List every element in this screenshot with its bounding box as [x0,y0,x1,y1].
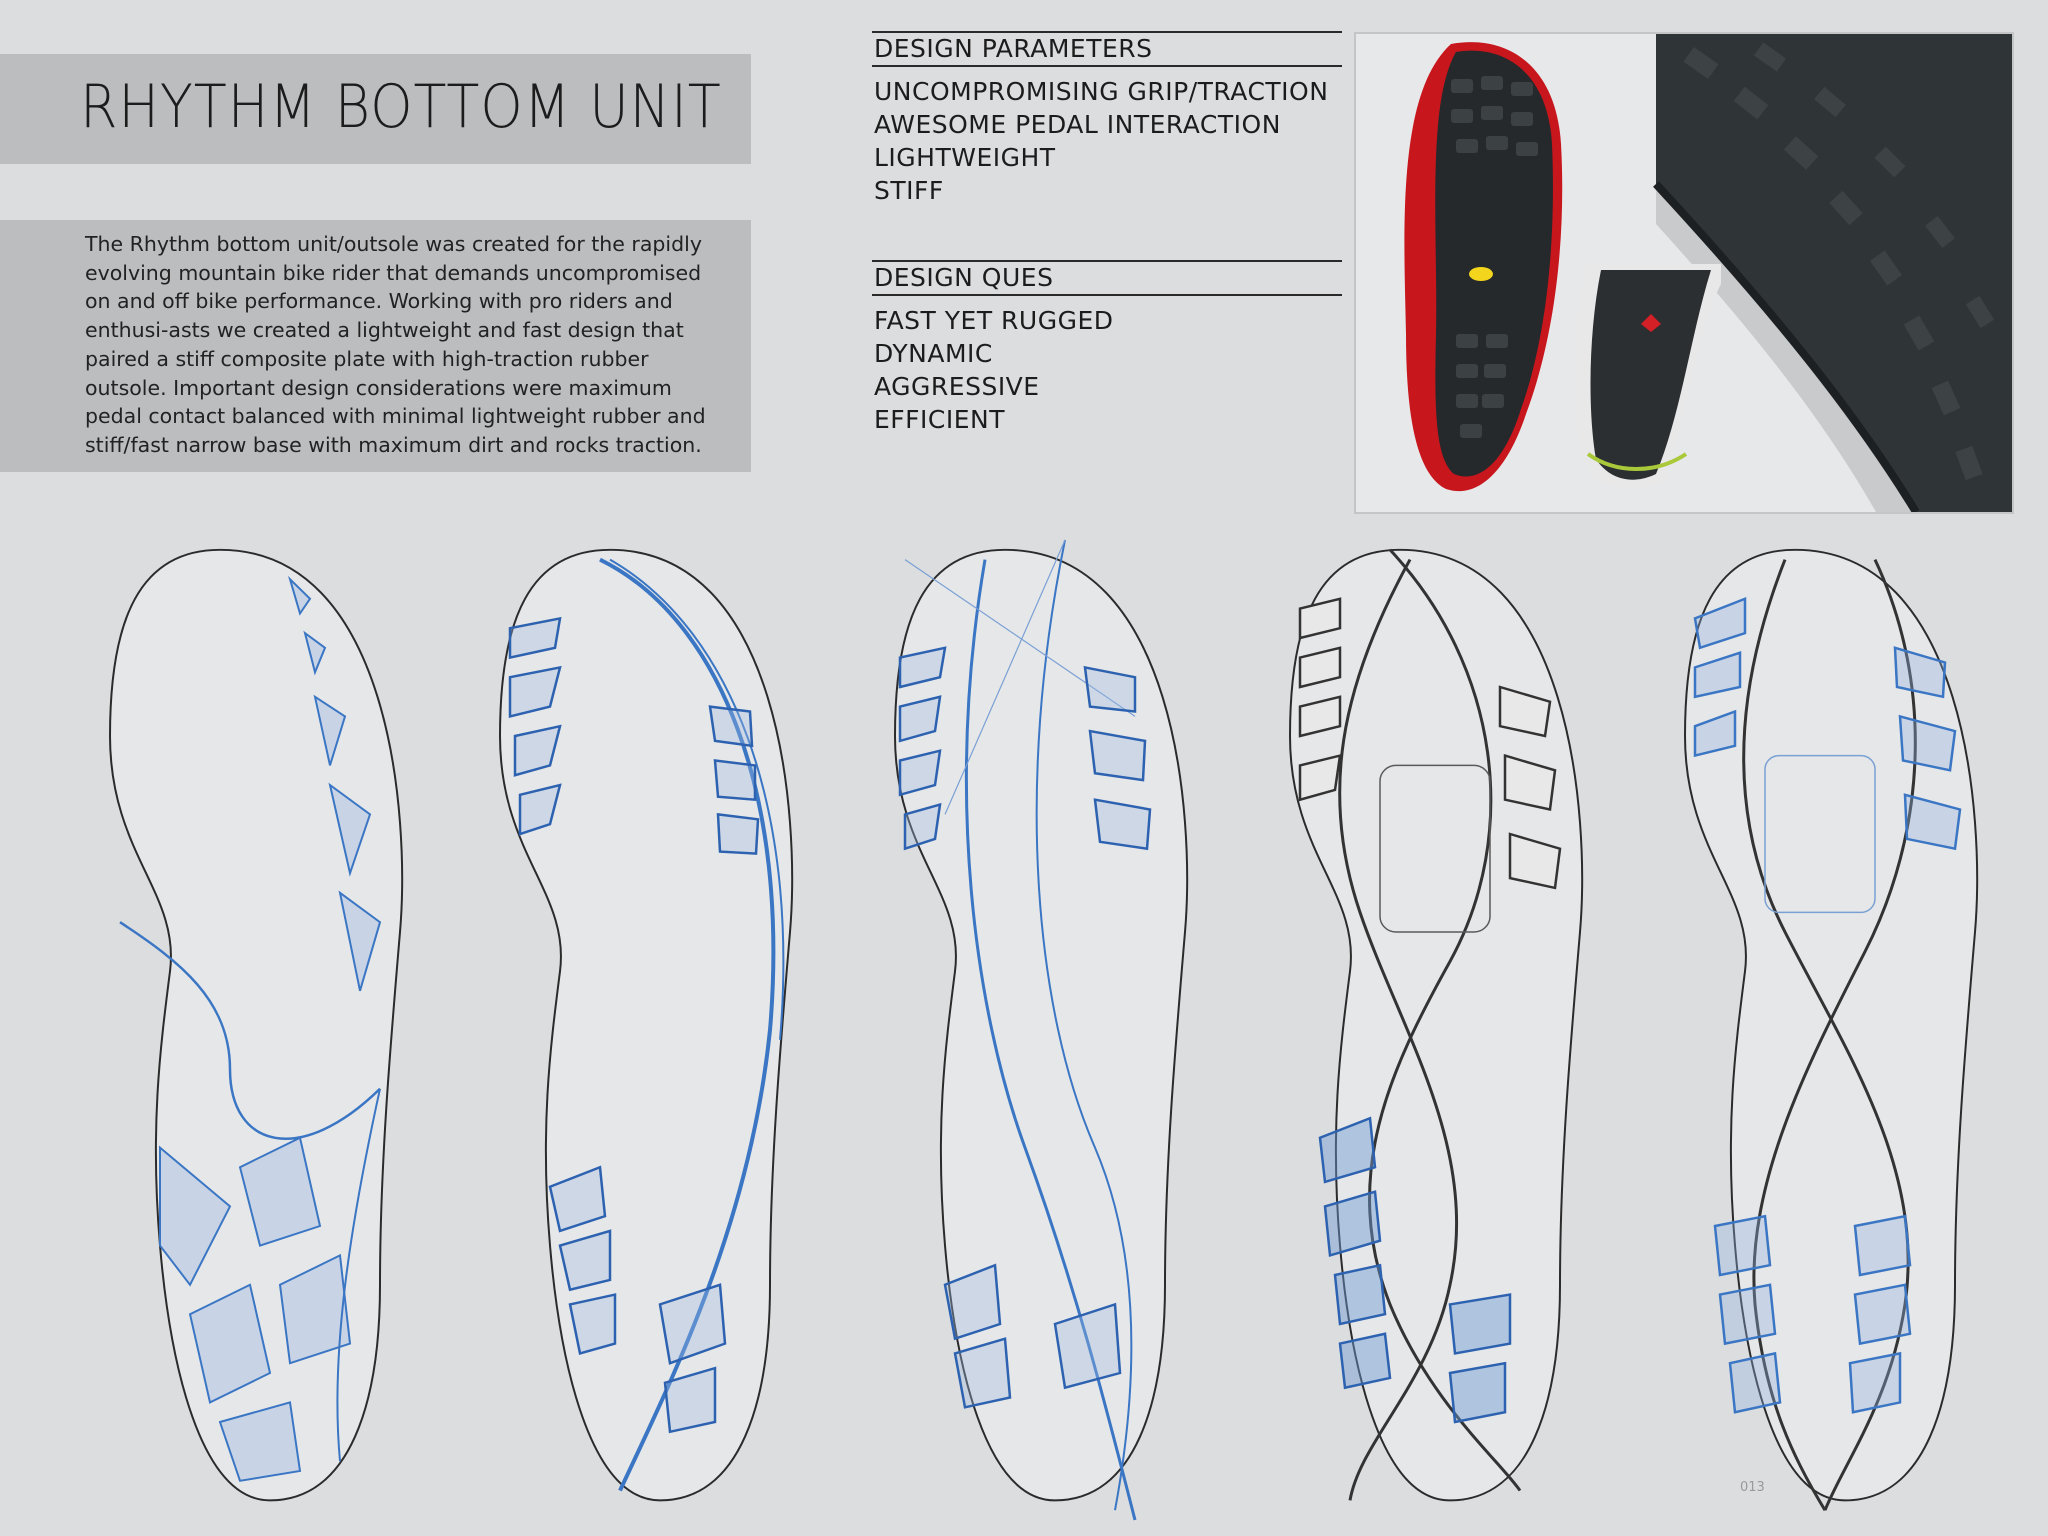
sole-sketches [90,530,2010,1530]
ques-item: FAST YET RUGGED [874,306,1114,335]
rule-top [872,260,1342,262]
rule-bottom [872,294,1342,296]
ques-item: AGGRESSIVE [874,372,1040,401]
design-parameters: DESIGN PARAMETERS UNCOMPROMISING GRIP/TR… [872,31,1342,207]
parameter-item: LIGHTWEIGHT [874,143,1056,172]
sole-sketch-5 [1684,548,1979,1511]
design-parameters-heading: DESIGN PARAMETERS [874,34,1153,63]
ques-item: DYNAMIC [874,339,993,368]
sole-sketch-4 [1289,548,1584,1502]
ques-item: EFFICIENT [874,405,1006,434]
title-band: RHYTHM BOTTOM UNIT [0,54,751,164]
parameter-item: STIFF [874,176,944,205]
parameter-item: UNCOMPROMISING GRIP/TRACTION [874,77,1329,106]
sole-sketch-3 [894,539,1189,1521]
outsole-photo-green-white [1574,264,1721,489]
description-text: The Rhythm bottom unit/outsole was creat… [85,232,706,457]
sole-sketch-2 [499,548,794,1502]
page-number: 013 [1740,1480,1765,1495]
parameter-item: AWESOME PEDAL INTERACTION [874,110,1281,139]
design-ques-list: FAST YET RUGGED DYNAMIC AGGRESSIVE EFFIC… [872,304,1342,436]
outsole-photo-red-black [1404,42,1563,492]
reference-photo-panel [1354,32,2014,514]
rule-bottom [872,65,1342,67]
design-parameters-list: UNCOMPROMISING GRIP/TRACTION AWESOME PED… [872,75,1342,207]
page-title: RHYTHM BOTTOM UNIT [80,72,722,142]
design-ques: DESIGN QUES FAST YET RUGGED DYNAMIC AGGR… [872,260,1342,436]
design-ques-heading: DESIGN QUES [874,263,1054,292]
description-band: The Rhythm bottom unit/outsole was creat… [0,220,751,472]
rule-top [872,31,1342,33]
sole-sketch-1 [109,548,404,1502]
